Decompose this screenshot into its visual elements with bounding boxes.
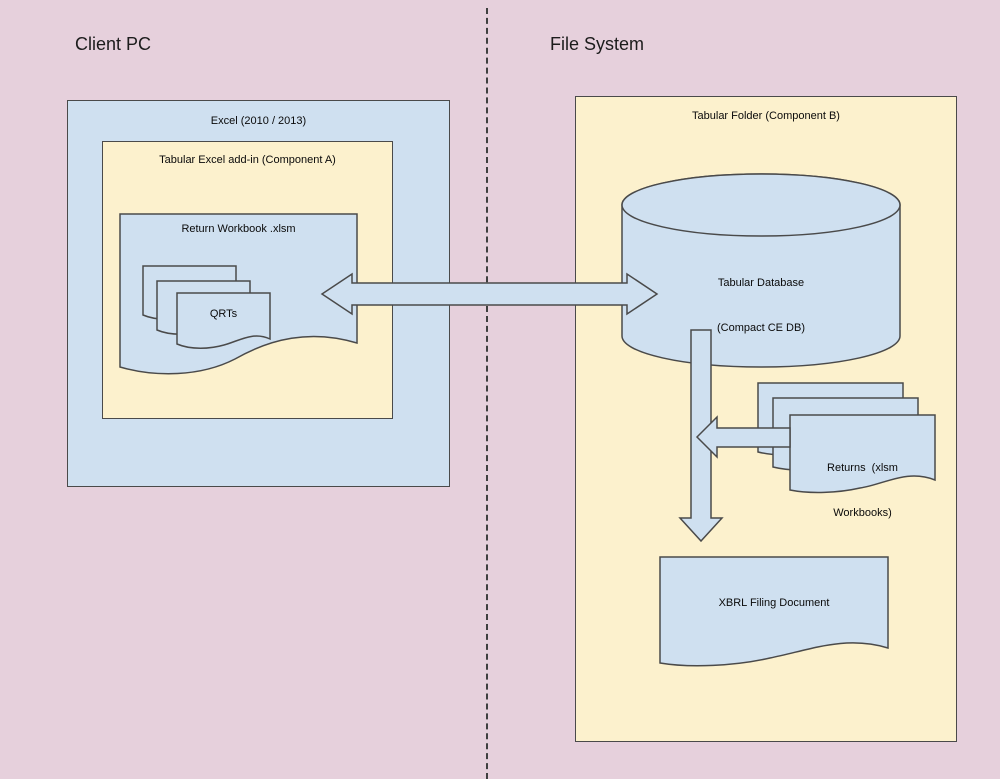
database-label-line1: Tabular Database <box>717 277 805 289</box>
qrts-document-front <box>176 292 271 349</box>
file-system-title: File System <box>550 34 645 54</box>
returns-label: Returns (xlsm Workbooks) <box>790 431 935 551</box>
returns-label-line2: Workbooks) <box>833 507 892 519</box>
qrts-label: QRTs <box>209 308 238 320</box>
returns-label-line1: Returns (xlsm <box>827 462 898 474</box>
divider-dashed-line <box>486 8 488 779</box>
tabular-folder-label: Tabular Folder (Component B) <box>692 110 840 122</box>
database-label: Tabular Database (Compact CE DB) <box>622 246 900 366</box>
database-label-line2: (Compact CE DB) <box>716 322 806 334</box>
returns-document-front <box>789 414 936 494</box>
excel-box-label: Excel (2010 / 2013) <box>210 115 307 127</box>
xbrl-document <box>659 556 889 667</box>
client-pc-title: Client PC <box>75 34 152 54</box>
addin-box-label: Tabular Excel add-in (Component A) <box>159 154 336 166</box>
database-cylinder <box>621 173 901 368</box>
bidirectional-arrow <box>320 272 659 316</box>
left-arrow <box>695 415 791 459</box>
return-workbook-label: Return Workbook .xlsm <box>181 223 296 235</box>
xbrl-document-label: XBRL Filing Document <box>718 597 830 609</box>
